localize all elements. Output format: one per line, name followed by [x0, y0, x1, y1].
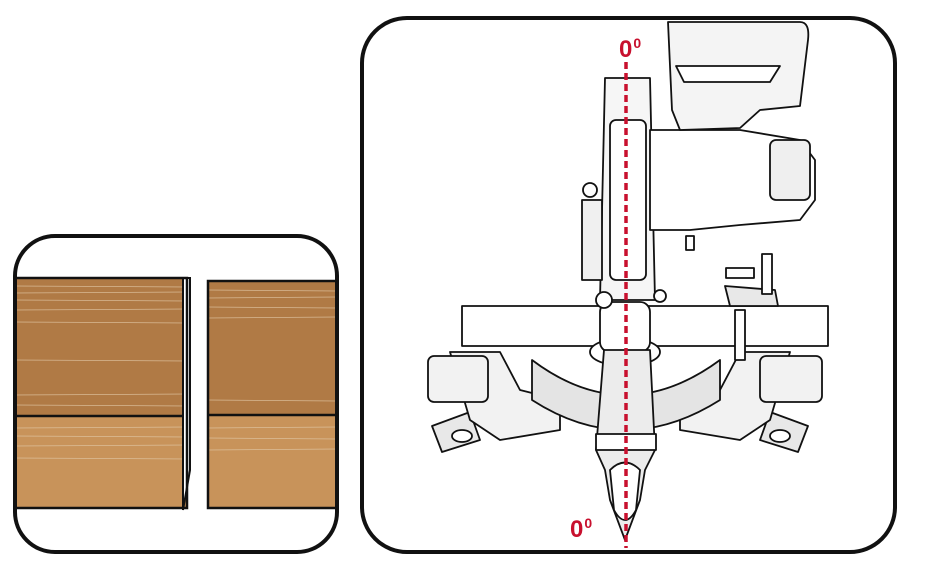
- wood-cut-panel: [13, 234, 339, 554]
- top-angle-value: 0: [619, 36, 633, 63]
- left-wood-board: [15, 276, 191, 511]
- top-angle-unit: 0: [633, 35, 642, 51]
- bottom-angle-label: 00: [570, 515, 593, 543]
- miter-saw-icon: [427, 21, 829, 541]
- bottom-angle-value: 0: [570, 516, 584, 543]
- right-wood-board: [206, 279, 337, 510]
- top-angle-label: 00: [619, 35, 642, 63]
- bottom-angle-unit: 0: [584, 515, 593, 531]
